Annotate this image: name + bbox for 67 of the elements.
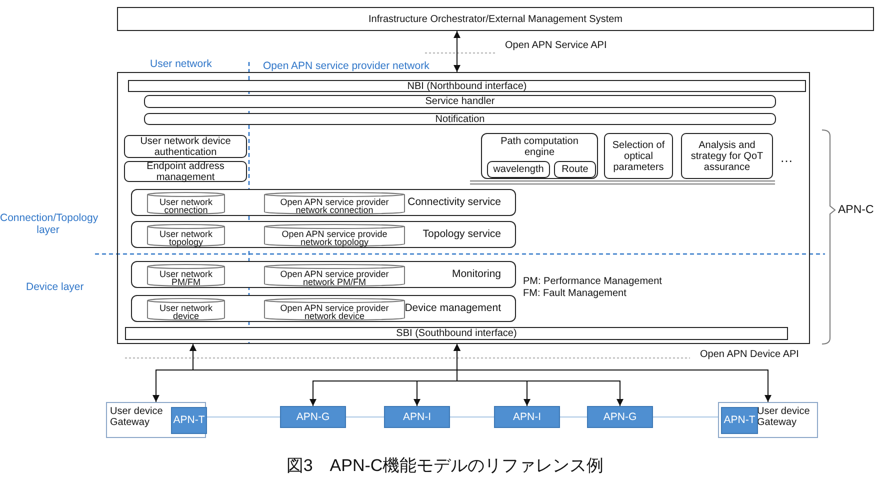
cylinder-label: User network device [158, 304, 214, 320]
cylinder-label: User network PM/FM [158, 270, 214, 286]
network-element-box: APN-T [721, 407, 758, 434]
arrow [190, 344, 772, 402]
gateway-label: User device Gateway [757, 406, 811, 428]
database-cylinder [264, 264, 405, 287]
api-label: Open APN Service API [505, 40, 607, 52]
gateway-box [106, 402, 206, 438]
note-text: PM: Performance Management [523, 276, 662, 288]
function-box: Endpoint address management [124, 161, 247, 182]
network-element-box: APN-G [587, 406, 653, 428]
function-box [481, 133, 598, 179]
service-box [131, 221, 516, 248]
controller-frame [117, 72, 810, 344]
connection-line [560, 416, 588, 418]
network-element-box: APN-I [494, 406, 560, 428]
connection-line [652, 416, 720, 418]
cylinder-label: Open APN service provider network connection [279, 198, 390, 214]
cylinder-label: User network topology [158, 230, 214, 246]
bracket-label: APN-C [838, 204, 874, 216]
network-element-box: APN-G [280, 406, 346, 428]
cylinder-label: Open APN service provide network topology [280, 230, 388, 246]
connection-line [346, 416, 384, 418]
function-box: User network device authentication [124, 135, 247, 158]
function-box: Analysis and strategy for QoT assurance [681, 133, 773, 179]
cylinder-label: Open APN service provider network device [279, 304, 390, 320]
connection-line [206, 416, 280, 418]
database-cylinder [147, 264, 225, 287]
function-box: wavelength [487, 161, 550, 178]
database-cylinder [264, 298, 405, 321]
service-box [131, 189, 516, 216]
box-title: Topology service [422, 229, 501, 240]
note-text: FM: Fault Management [523, 288, 626, 300]
interface-bar: SBI (Southbound interface) [125, 327, 788, 340]
service-box [131, 295, 516, 322]
layer-label: Connection/Topology layer [0, 212, 96, 236]
database-cylinder [147, 298, 225, 321]
cylinder-label: Open APN service provider network PM/FM [279, 270, 390, 286]
connection-line [450, 416, 494, 418]
caption: 図3 APN-C機能モデルのリファレンス例 [285, 456, 605, 476]
layer-label: Device layer [26, 281, 84, 293]
box-title: Device management [404, 303, 501, 314]
gateway-box [718, 402, 818, 438]
interface-bar: NBI (Northbound interface) [128, 80, 806, 92]
database-cylinder [264, 192, 405, 215]
box-title: Connectivity service [408, 197, 501, 208]
network-label: User network [150, 58, 212, 70]
database-cylinder [264, 224, 405, 247]
gateway-label: User device Gateway [110, 406, 164, 428]
database-cylinder [147, 224, 225, 247]
service-box [131, 261, 516, 288]
interface-bar: Infrastructure Orchestrator/External Management System [117, 7, 874, 31]
function-box: Service handler [144, 95, 776, 108]
ellipsis: … [780, 152, 793, 164]
network-element-box: APN-I [384, 406, 450, 428]
arrow [454, 30, 460, 72]
box-title: Monitoring [452, 269, 501, 280]
network-element-box: APN-T [171, 407, 207, 434]
arrow [454, 344, 624, 406]
cylinder-label: User network connection [158, 198, 214, 214]
function-box: Notification [144, 113, 776, 125]
api-label: Open APN Device API [700, 349, 799, 361]
database-cylinder [147, 192, 225, 215]
box-title: Path computation engine [500, 136, 580, 158]
function-box: Route [554, 161, 596, 178]
function-box: Selection of optical parameters [604, 133, 673, 179]
network-label: Open APN service provider network [263, 60, 430, 72]
